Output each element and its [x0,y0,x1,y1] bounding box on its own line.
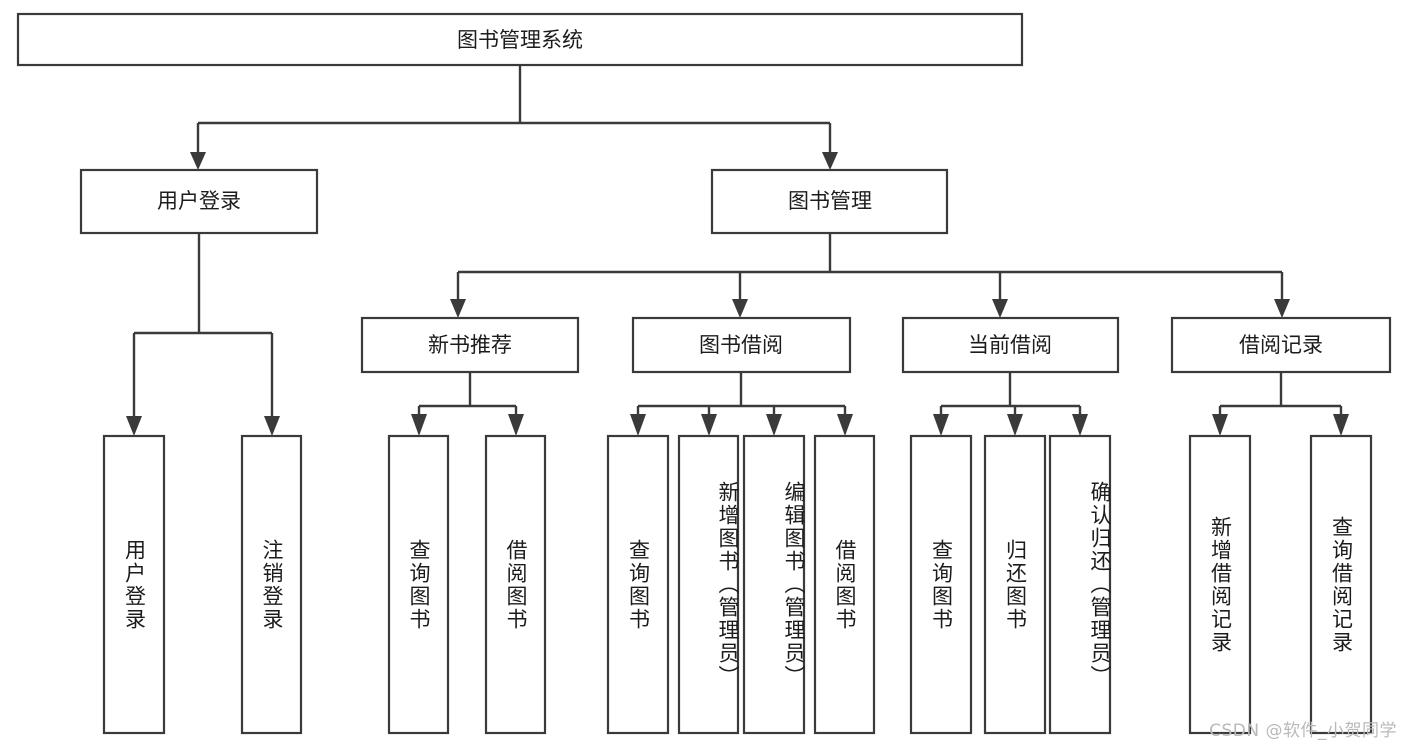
arrowhead-leaf-borrow-book-2 [837,414,853,436]
arrowhead-current-borrow [992,299,1008,318]
arrowhead-leaf-query-record [1333,414,1349,436]
node-root[interactable] [16,12,1024,67]
node-book-borrow[interactable] [631,316,852,374]
arrowhead-leaf-query-book-1 [411,414,427,436]
node-book-manage[interactable] [710,168,949,235]
arrowhead-leaf-borrow-book-1 [508,414,524,436]
node-current-borrow[interactable] [901,316,1120,374]
node-leaf-user-logout[interactable] [240,434,303,735]
node-leaf-query-record[interactable] [1309,434,1373,735]
node-borrow-record-label: 借阅记录 [1239,333,1323,357]
node-new-book-recommend[interactable] [360,316,580,374]
node-leaf-borrow-book-1[interactable] [484,434,547,735]
arrowhead-book-borrow [732,299,748,318]
node-leaf-borrow-book-2[interactable] [813,434,876,735]
arrowhead-leaf-confirm-return [1072,414,1088,436]
arrowhead-new-book-recommend [450,299,466,318]
node-leaf-add-book[interactable] [677,434,740,735]
node-borrow-record[interactable] [1170,316,1392,374]
node-leaf-user-login[interactable] [102,434,166,735]
node-leaf-query-book-1[interactable] [387,434,450,735]
connector-layer [126,65,1349,436]
node-leaf-edit-book[interactable] [742,434,806,735]
arrowhead-leaf-edit-book [766,414,782,436]
arrowhead-leaf-add-book [701,414,717,436]
arrowhead-leaf-query-book-3 [933,414,949,436]
csdn-watermark: CSDN @软件_小贺同学 [1209,721,1397,741]
arrowhead-leaf-query-book-2 [630,414,646,436]
arrowhead-user-login [190,152,206,170]
node-leaf-query-book-3[interactable] [909,434,973,735]
node-user-login-label: 用户登录 [157,189,241,213]
arrowhead-leaf-user-logout [264,416,280,436]
node-book-borrow-label: 图书借阅 [699,333,783,357]
arrowhead-book-manage [822,152,838,170]
node-leaf-query-book-2[interactable] [606,434,670,735]
node-root-label: 图书管理系统 [457,28,583,52]
node-leaf-return-book[interactable] [983,434,1047,735]
arrowhead-leaf-user-login [126,416,142,436]
node-user-login[interactable] [79,168,319,235]
node-book-manage-label: 图书管理 [788,189,872,213]
node-leaf-add-record[interactable] [1188,434,1252,735]
node-current-borrow-label: 当前借阅 [968,333,1052,357]
arrowhead-leaf-return-book [1007,414,1023,436]
node-new-book-recommend-label: 新书推荐 [428,333,512,357]
arrowhead-borrow-record [1274,299,1290,318]
node-leaf-confirm-return[interactable] [1048,434,1112,735]
node-layer: 图书管理系统 用户登录 图书管理 新书推荐 图书借阅 当前借阅 借阅记录 [16,12,1392,735]
arrowhead-leaf-add-record [1212,414,1228,436]
